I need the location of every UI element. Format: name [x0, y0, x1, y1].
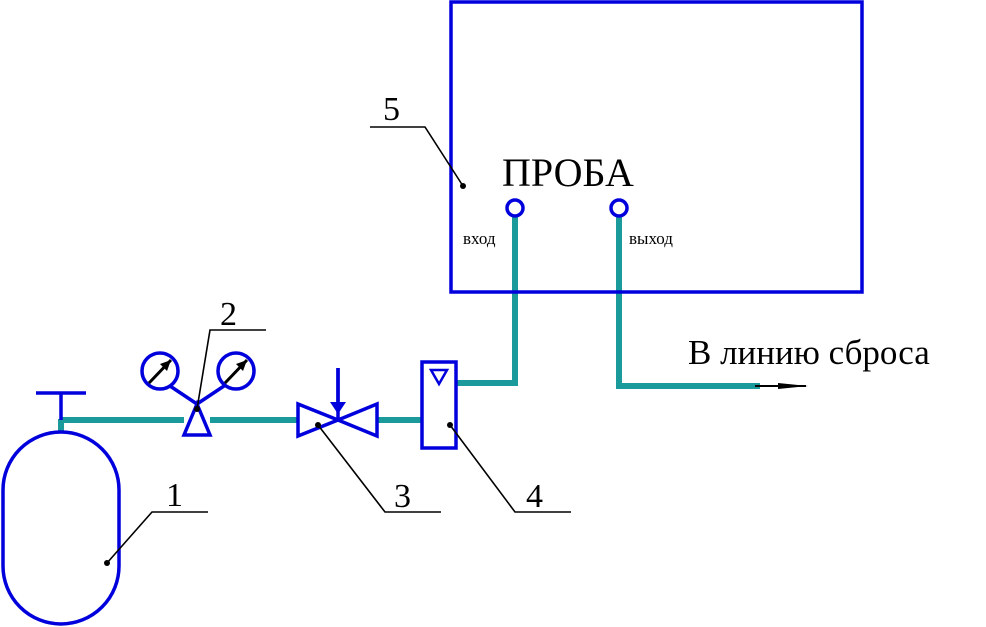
- needle-valve: [296, 368, 379, 439]
- rotameter: [420, 360, 458, 450]
- discharge-label: В линию сброса: [688, 333, 930, 372]
- leader-1: [106, 511, 208, 564]
- outlet-label: выход: [629, 229, 673, 248]
- leader-2: [196, 329, 266, 410]
- leader-lines: [104, 126, 571, 566]
- sample-title: ПРОБА: [502, 150, 634, 195]
- inlet-label: вход: [463, 229, 496, 248]
- pipe-outlet-to-discharge: [616, 216, 760, 389]
- label-4: 4: [526, 478, 543, 515]
- pressure-gauge-right: [216, 351, 256, 391]
- outlet-port: [609, 198, 629, 218]
- inlet-port: [505, 198, 525, 218]
- pipe-rotameter-to-inlet: [456, 216, 518, 386]
- gas-cylinder: [1, 391, 121, 626]
- label-1: 1: [166, 477, 183, 514]
- leader-5: [370, 126, 464, 187]
- label-2: 2: [220, 296, 237, 333]
- label-5: 5: [383, 91, 400, 128]
- sample-chamber: [449, 0, 864, 294]
- leader-3: [317, 424, 441, 513]
- pressure-reducer: [169, 384, 225, 437]
- leader-4: [449, 424, 571, 513]
- pipelines: [58, 216, 760, 432]
- pressure-gauge-left: [140, 351, 180, 391]
- label-3: 3: [394, 478, 411, 515]
